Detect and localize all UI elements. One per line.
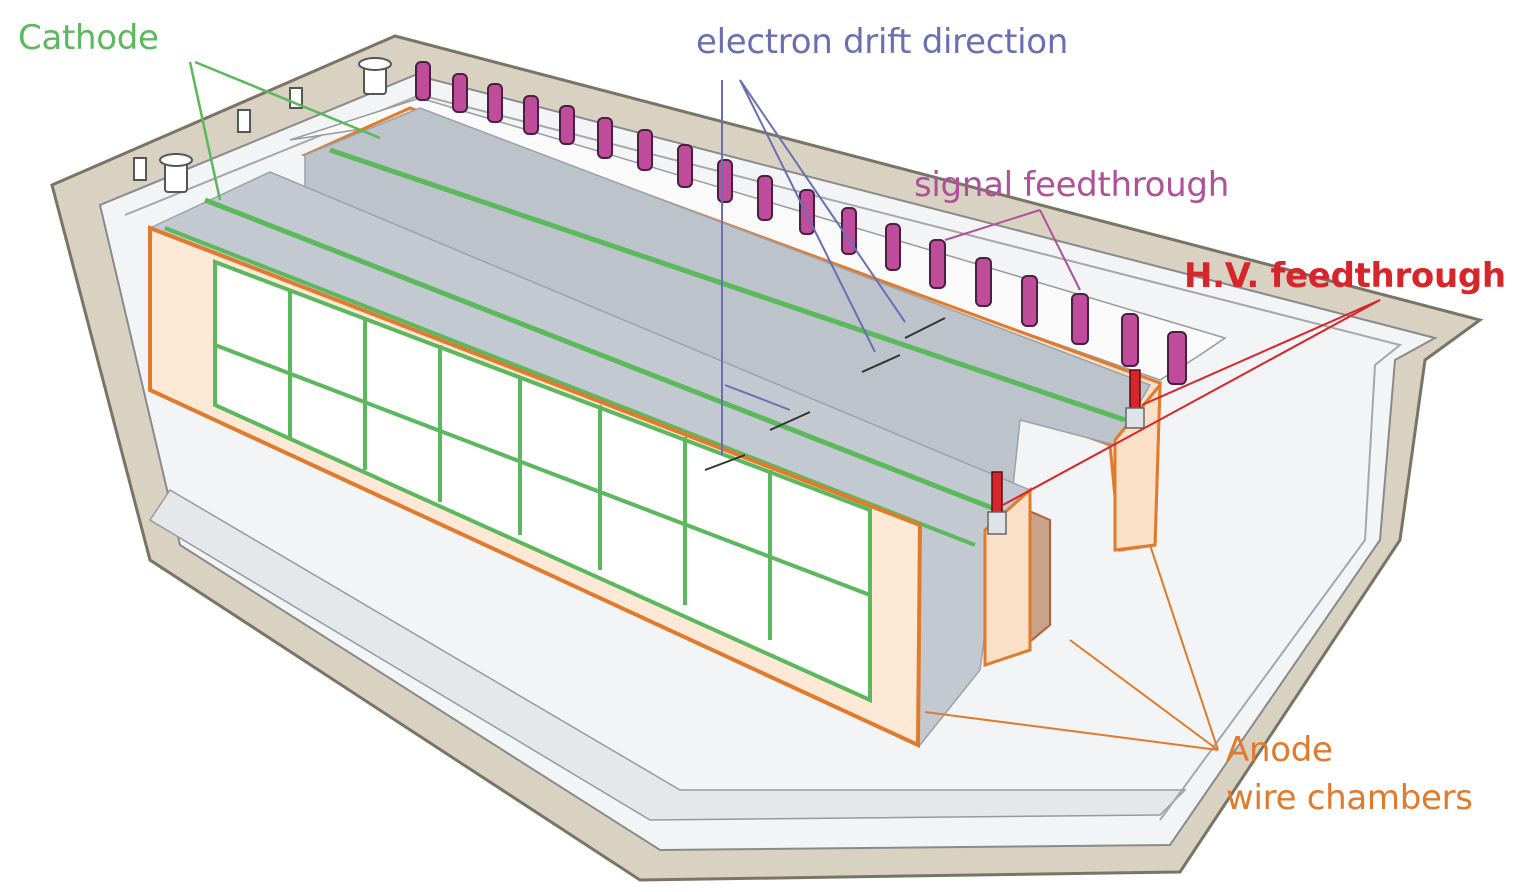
signal-feedthrough-label: signal feedthrough: [914, 165, 1229, 205]
drift-arrow: [904, 317, 946, 339]
feedthrough-post: [597, 117, 613, 159]
drift-arrow: [704, 454, 746, 471]
hv-feedthrough-base: [1125, 407, 1145, 429]
drift-pointers: [721, 79, 906, 455]
anode-pointers: [924, 544, 1219, 751]
port: [133, 157, 147, 181]
hv-feedthrough-post: [991, 471, 1003, 515]
feedthrough-post: [1021, 275, 1038, 327]
hv-pointer: [1002, 299, 1381, 506]
feedthrough-post: [929, 239, 946, 289]
hv-feedthrough-label: H.V. feedthrough: [1184, 256, 1506, 296]
anode-chamber-front: [148, 225, 923, 749]
drift-arrows: [704, 317, 946, 471]
feedthrough-post: [415, 61, 431, 101]
hv-feedthrough-base: [987, 511, 1007, 535]
feedthrough-post: [1167, 331, 1187, 385]
anode-pointer: [924, 711, 1219, 751]
anode-window-area: [213, 259, 872, 704]
anode-pointer: [1069, 639, 1219, 751]
feedthrough-post: [487, 83, 503, 123]
feedthrough-post: [885, 223, 901, 271]
feedthrough-post: [757, 175, 773, 221]
port-cap: [159, 153, 193, 167]
hv-pointer: [1141, 299, 1381, 406]
anode-wire-chambers-label: wire chambers: [1226, 778, 1473, 818]
feedthrough-post: [677, 144, 693, 188]
drift-pointer: [739, 79, 876, 353]
anode-pointer: [1149, 544, 1219, 751]
feedthrough-post: [717, 159, 733, 203]
feedthrough-post: [975, 257, 992, 307]
cathode-pointer: [188, 61, 222, 201]
hv-feedthrough-post: [1129, 369, 1141, 411]
drift-arrow: [769, 411, 811, 431]
cathode-pointers: [188, 60, 381, 201]
hv-feedthroughs: [987, 369, 1145, 535]
electron-drift-label: electron drift direction: [696, 22, 1069, 62]
signal-pointer: [1039, 209, 1081, 291]
drift-pointer: [724, 384, 791, 411]
feedthrough-post: [523, 95, 539, 135]
cathode-line-front: [204, 197, 1011, 518]
drift-arrow: [861, 354, 901, 373]
port: [237, 109, 251, 133]
feedthrough-post: [1121, 313, 1139, 367]
drift-pointer: [739, 79, 906, 323]
anode-label: Anode: [1226, 730, 1333, 770]
port-cap: [358, 57, 392, 71]
feedthrough-post: [637, 129, 653, 171]
cathode-label: Cathode: [18, 18, 159, 58]
cathode-line-back: [329, 147, 1126, 423]
hv-pointers: [1002, 299, 1381, 506]
cryostat-floor: [148, 488, 1187, 821]
feedthrough-post: [1071, 293, 1089, 345]
signal-pointers: [944, 209, 1081, 291]
signal-pointer: [944, 209, 1041, 241]
anode-window-grid: [214, 290, 871, 640]
signal-feedthroughs: [415, 61, 1187, 385]
feedthrough-post: [559, 105, 575, 145]
cathode-pointer: [194, 60, 381, 140]
feedthrough-post: [452, 73, 468, 113]
feedthrough-post: [799, 189, 815, 235]
top-ports: [133, 57, 392, 193]
